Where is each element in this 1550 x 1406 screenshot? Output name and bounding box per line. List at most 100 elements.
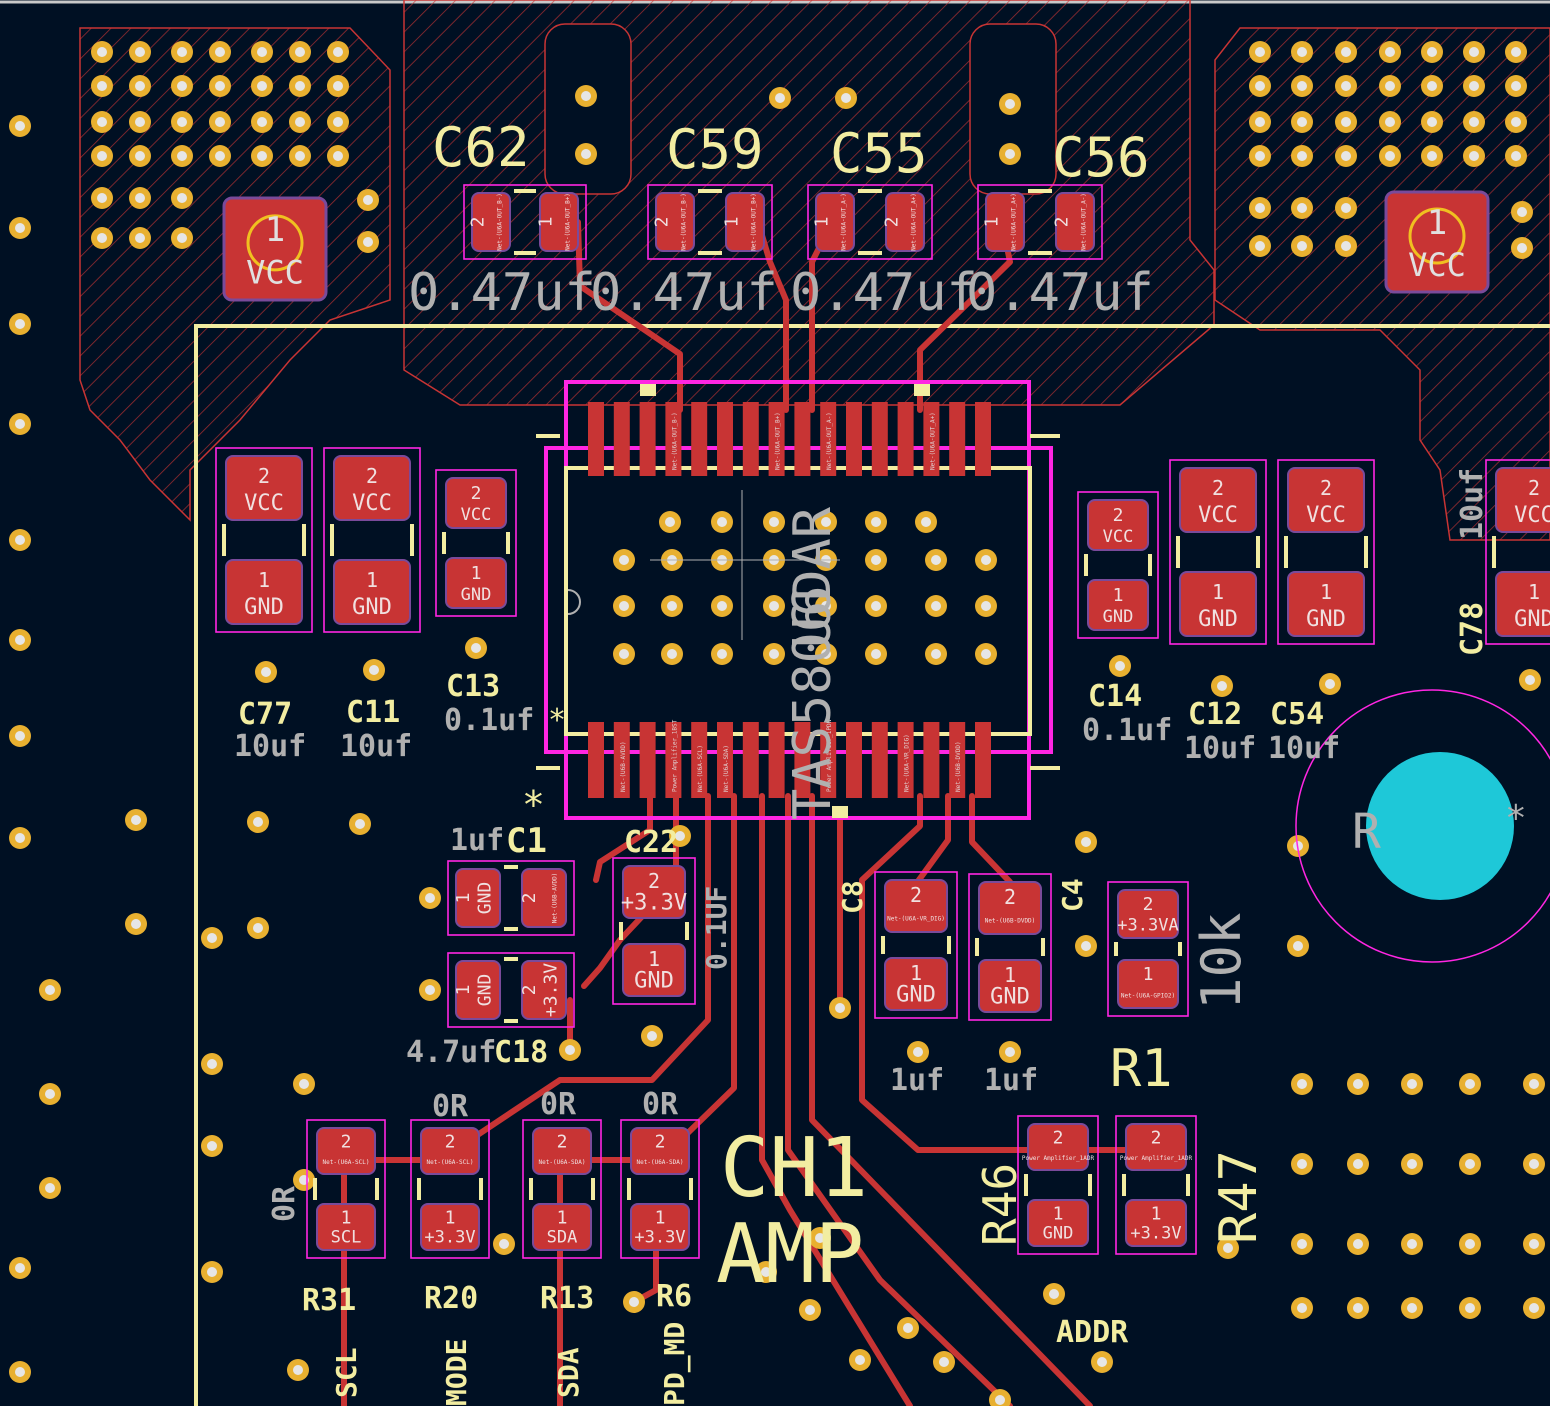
smd-pad[interactable] <box>1117 959 1179 1009</box>
smd-pad[interactable] <box>539 192 579 252</box>
smd-pad[interactable] <box>225 559 303 625</box>
smd-pad[interactable] <box>455 960 501 1020</box>
ic-pad-bottom[interactable] <box>613 722 630 798</box>
smd-pad[interactable] <box>420 1127 480 1175</box>
ic-pad-bottom[interactable] <box>897 722 914 798</box>
smd-pad[interactable] <box>725 192 765 252</box>
smd-pad[interactable] <box>978 881 1042 935</box>
smd-pad[interactable] <box>1027 1123 1089 1171</box>
smd-pad[interactable] <box>622 943 686 997</box>
ic-pad-top[interactable] <box>613 402 630 476</box>
ic-pad-top[interactable] <box>923 402 940 476</box>
ic-pad-bottom[interactable] <box>949 722 966 798</box>
ic-pad-bottom[interactable] <box>717 722 733 798</box>
smd-pad[interactable] <box>1087 499 1149 551</box>
smd-pad[interactable] <box>1055 192 1095 252</box>
ic-pad-bottom[interactable] <box>588 722 604 798</box>
ic-u6-footprint[interactable]: Net-(U6A-OUT_B-)Net-(U6A-OUT_B+)Net-(U6A… <box>522 380 1060 827</box>
ic-pad-bottom[interactable] <box>794 722 811 798</box>
ic-pad-bottom[interactable] <box>768 722 785 798</box>
ic-pad-bottom[interactable] <box>691 722 708 798</box>
smd-pad[interactable] <box>815 192 855 252</box>
smd-pad[interactable] <box>1495 571 1550 637</box>
smd-pad[interactable] <box>420 1203 480 1251</box>
smd-pad[interactable] <box>455 868 501 928</box>
ic-pad-bottom[interactable] <box>975 722 991 798</box>
smd-pad[interactable] <box>622 865 686 919</box>
smd-pad[interactable] <box>1125 1123 1187 1171</box>
smd-pad[interactable] <box>1125 1199 1187 1247</box>
smd-pad[interactable] <box>521 868 567 928</box>
ic-pad-top[interactable] <box>691 402 708 476</box>
ic-pad-top[interactable] <box>975 402 991 476</box>
smd-pad[interactable] <box>316 1127 376 1175</box>
copper-track[interactable] <box>809 793 1093 1406</box>
smd-pad[interactable] <box>655 192 695 252</box>
smd-pad[interactable] <box>1495 467 1550 533</box>
smd-pad[interactable] <box>1087 579 1149 631</box>
smd-pad[interactable] <box>630 1127 690 1175</box>
smd-pad[interactable] <box>985 192 1025 252</box>
ic-pad-top[interactable] <box>820 402 837 476</box>
power-terminal-vcc-left-pad[interactable] <box>222 196 328 302</box>
smd-pad[interactable] <box>1027 1199 1089 1247</box>
smd-pad[interactable] <box>445 557 507 609</box>
ic-pad-top[interactable] <box>665 402 682 476</box>
npth-mounting-hole[interactable] <box>1366 752 1514 900</box>
ic-pad-top[interactable] <box>846 402 862 476</box>
smd-pad[interactable] <box>532 1203 592 1251</box>
smd-pad[interactable] <box>333 455 411 521</box>
ic-pad-bottom[interactable] <box>639 722 656 798</box>
copper-track[interactable] <box>969 793 1013 885</box>
smd-pad[interactable] <box>225 455 303 521</box>
smd-pad[interactable] <box>316 1203 376 1251</box>
smd-pad[interactable] <box>885 192 925 252</box>
smd-pad[interactable] <box>471 192 511 252</box>
ic-pad-bottom[interactable] <box>923 722 940 798</box>
copper-track[interactable] <box>759 793 913 1406</box>
ic-pad-top[interactable] <box>588 402 604 476</box>
smd-pad[interactable] <box>445 477 507 529</box>
power-terminal-vcc-right-pad[interactable] <box>1384 190 1490 294</box>
ic-pad-bottom[interactable] <box>846 722 862 798</box>
smd-pad[interactable] <box>1287 571 1365 637</box>
ic-pad-top[interactable] <box>639 402 656 476</box>
smd-pad[interactable] <box>884 879 948 933</box>
smd-pad[interactable] <box>1179 467 1257 533</box>
ic-pad-top[interactable] <box>742 402 759 476</box>
ic-pad-top[interactable] <box>768 402 785 476</box>
ic-pad-top[interactable] <box>949 402 966 476</box>
smd-pad[interactable] <box>1179 571 1257 637</box>
smd-pad[interactable] <box>978 959 1042 1013</box>
smd-pad[interactable] <box>630 1203 690 1251</box>
ic-pad-top[interactable] <box>897 402 914 476</box>
copper-track[interactable] <box>593 793 653 883</box>
ic-pad-top[interactable] <box>717 402 733 476</box>
ic-pad-top[interactable] <box>794 402 811 476</box>
ic-pad-bottom[interactable] <box>665 722 682 798</box>
